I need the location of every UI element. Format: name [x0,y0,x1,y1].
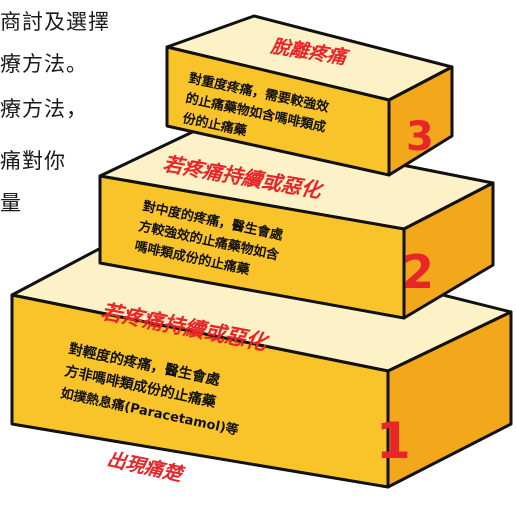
side-line-2: 療方法。 [0,52,88,76]
level-3-number: 3 [406,114,434,160]
level-3-block: 脫離疼痛 對重度疼痛，需要較強效 的止痛藥物如含嗎啡類成 份的止痛藥 3 [165,14,454,177]
level-3-side-face [387,65,454,177]
side-line-3: 療方法， [0,97,88,121]
level-1-block: 若疼痛持續或惡化 對輕度的疼痛，醫生會處 方非嗎啡類成份的止痛藥 如撲熱息痛(P… [10,220,513,489]
level-2-number: 2 [402,245,434,299]
side-line-5: 量 [0,191,22,215]
side-line-1: 商討及選擇 [0,10,110,34]
side-line-4: 痛對你 [0,149,66,173]
level-1-number: 1 [376,412,411,470]
level-2-side-face [402,181,495,320]
level-2-block: 若疼痛持續或惡化 對中度的疼痛，醫生會處 方較強效的止痛藥物如含 嗎啡類成份的止… [98,124,495,320]
base-label: 出現痛楚 [105,448,187,486]
level-1-side-face [386,310,513,489]
